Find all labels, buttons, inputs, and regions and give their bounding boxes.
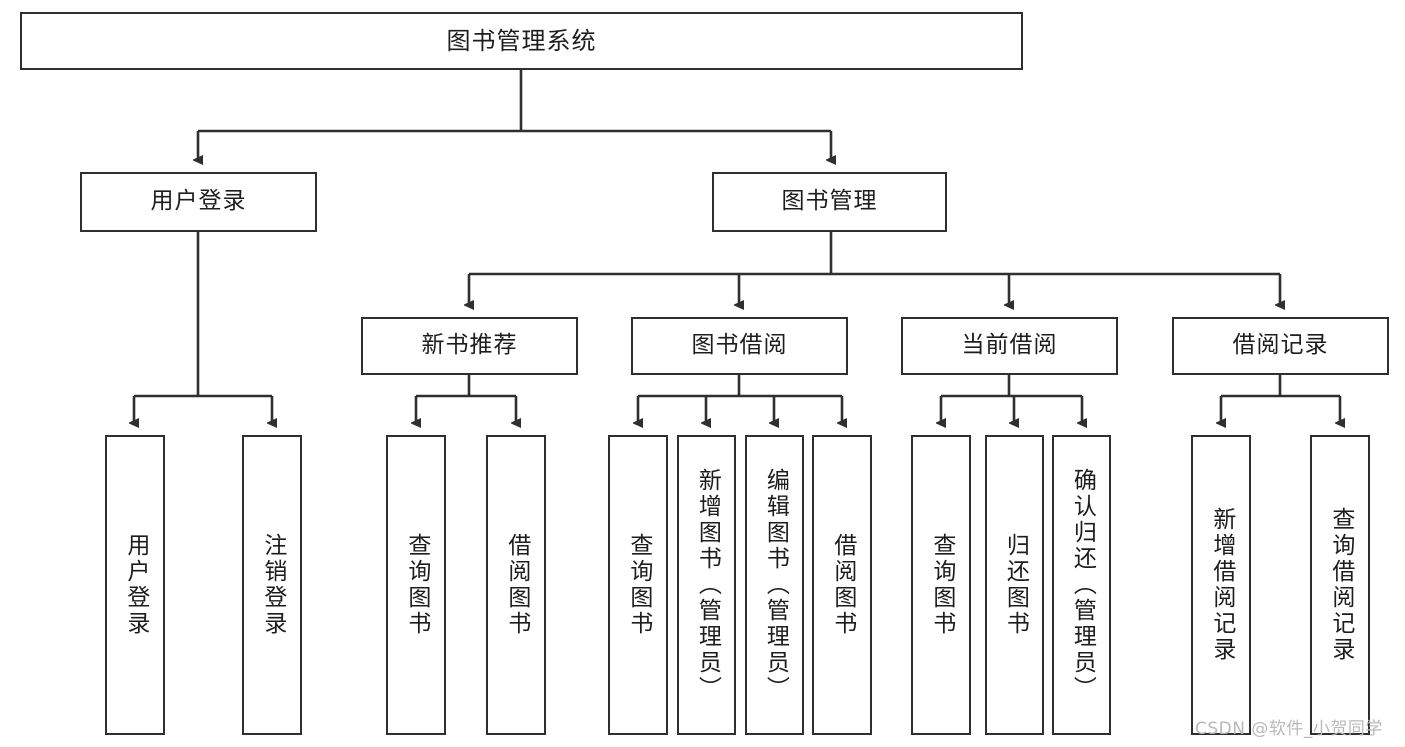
leaf-node-label: 查询图书 — [928, 533, 955, 637]
node-new-book-recommend-label: 新书推荐 — [421, 332, 518, 359]
node-root[interactable]: 图书管理系统 — [20, 12, 1023, 70]
node-book-borrow[interactable]: 图书借阅 — [631, 317, 848, 375]
csdn-watermark: CSDN @软件_小贺同学 — [1195, 719, 1383, 739]
node-root-label: 图书管理系统 — [446, 26, 597, 55]
leaf-node[interactable]: 确认归还（管理员） — [1052, 435, 1111, 735]
node-current-borrow[interactable]: 当前借阅 — [901, 317, 1118, 375]
leaf-node[interactable]: 用户登录 — [105, 435, 165, 735]
leaf-node-label: 用户登录 — [122, 533, 149, 637]
leaf-node[interactable]: 新增图书（管理员） — [677, 435, 736, 735]
node-book-borrow-label: 图书借阅 — [691, 332, 788, 359]
node-book-management[interactable]: 图书管理 — [712, 172, 947, 232]
leaf-node-label: 新增借阅记录 — [1208, 507, 1235, 663]
leaf-node-label: 借阅图书 — [503, 533, 530, 637]
leaf-node-label: 查询借阅记录 — [1327, 507, 1354, 663]
node-book-management-label: 图书管理 — [781, 188, 878, 215]
node-current-borrow-label: 当前借阅 — [961, 332, 1058, 359]
leaf-node[interactable]: 归还图书 — [985, 435, 1044, 735]
leaf-node-label: 编辑图书（管理员） — [762, 468, 789, 702]
node-user-login[interactable]: 用户登录 — [80, 172, 317, 232]
leaf-node-label: 查询图书 — [625, 533, 652, 637]
leaf-node[interactable]: 借阅图书 — [812, 435, 872, 735]
leaf-node[interactable]: 查询图书 — [608, 435, 668, 735]
leaf-node[interactable]: 注销登录 — [242, 435, 302, 735]
leaf-node[interactable]: 查询图书 — [386, 435, 446, 735]
leaf-node[interactable]: 查询图书 — [911, 435, 971, 735]
leaf-node-label: 查询图书 — [403, 533, 430, 637]
node-borrow-record-label: 借阅记录 — [1232, 332, 1329, 359]
leaf-node[interactable]: 查询借阅记录 — [1310, 435, 1370, 735]
node-borrow-record[interactable]: 借阅记录 — [1172, 317, 1389, 375]
node-user-login-label: 用户登录 — [150, 188, 247, 215]
leaf-node-label: 确认归还（管理员） — [1069, 468, 1096, 702]
leaf-node-label: 借阅图书 — [829, 533, 856, 637]
leaf-node[interactable]: 编辑图书（管理员） — [745, 435, 804, 735]
leaf-node-label: 注销登录 — [259, 533, 286, 637]
leaf-node[interactable]: 新增借阅记录 — [1191, 435, 1251, 735]
leaf-node-label: 归还图书 — [1002, 533, 1029, 637]
node-new-book-recommend[interactable]: 新书推荐 — [361, 317, 578, 375]
leaf-node-label: 新增图书（管理员） — [694, 468, 721, 702]
leaf-node[interactable]: 借阅图书 — [486, 435, 546, 735]
